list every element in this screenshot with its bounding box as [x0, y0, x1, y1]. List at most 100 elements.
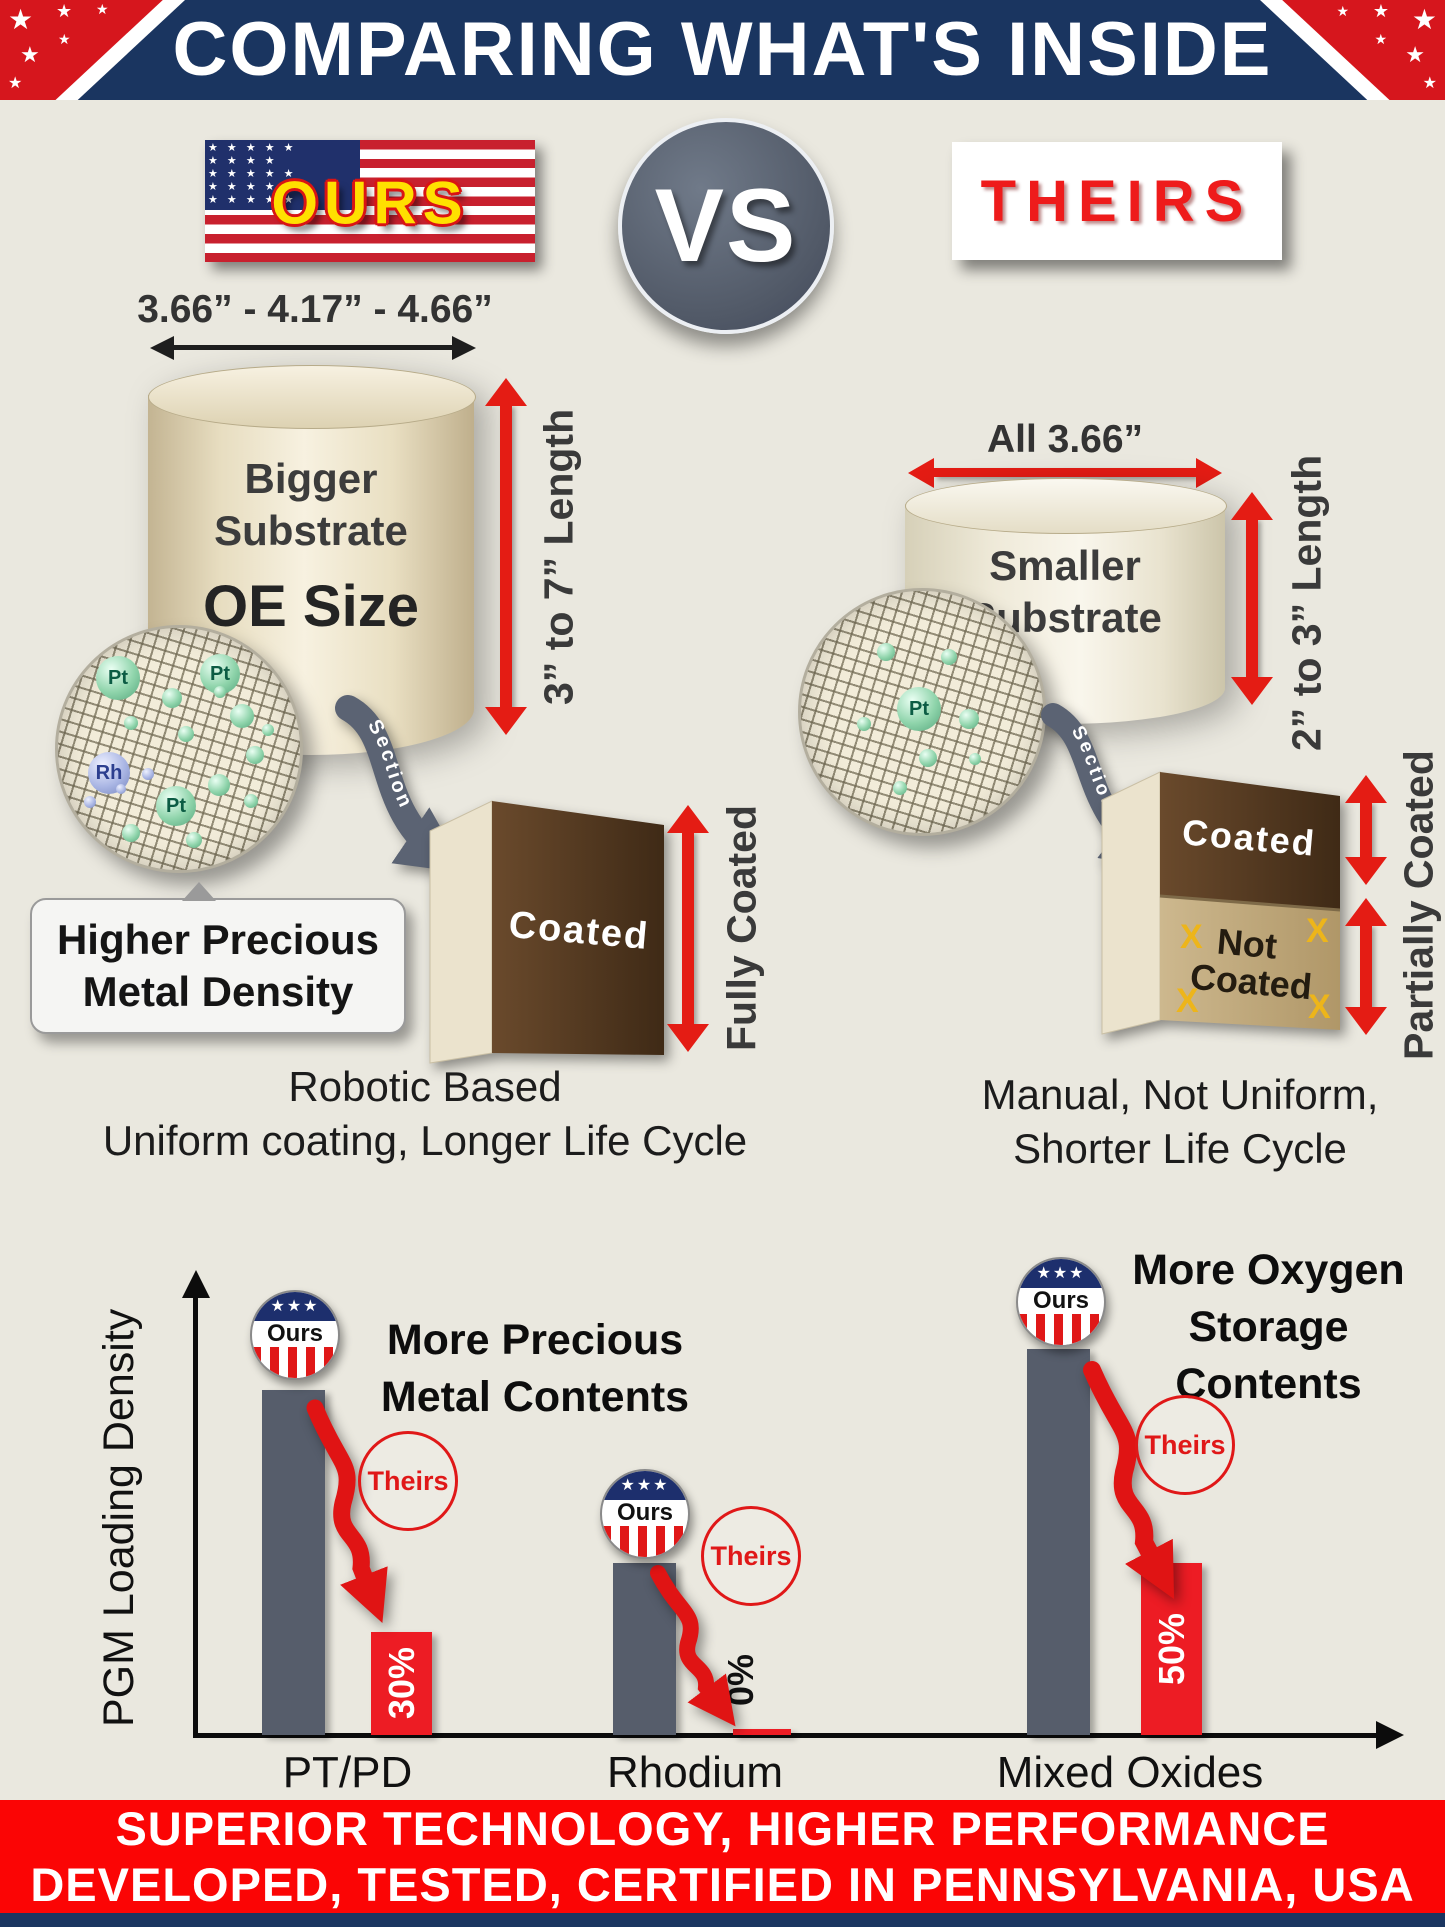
flag-corner-right: ★ ★ ★ ★ ★ ★ [1260, 0, 1445, 100]
brick-side-face [429, 800, 493, 1064]
pt-particle: Pt [96, 656, 140, 700]
theirs-length-arrow-icon [1246, 518, 1258, 679]
fully-coated-label: Fully Coated [718, 804, 765, 1051]
theirs-label: THEIRS [980, 168, 1254, 234]
ours-badge-label: Ours [616, 1499, 673, 1527]
particle-dot [877, 643, 895, 661]
footer-line-2: DEVELOPED, TESTED, CERTIFIED IN PENNSYLV… [30, 1857, 1415, 1911]
partially-coated-arrow-bottom-icon [1360, 924, 1372, 1009]
badge-stripes [252, 1347, 338, 1378]
flag-canton-stars-icon: ★ ★ ★ ★ ★★ ★ ★ ★★ ★ ★ ★ ★★ ★ ★ ★★ ★ ★ ★ … [205, 140, 360, 210]
brick-front-face [492, 801, 664, 1055]
substrate-line: Substrate [214, 507, 408, 554]
footer-line-1: SUPERIOR TECHNOLOGY, HIGHER PERFORMANCE [115, 1801, 1330, 1855]
y-axis-arrow-icon [182, 1270, 210, 1298]
annotation-line: Metal Contents [380, 1373, 690, 1421]
y-axis [193, 1296, 198, 1733]
theirs-diameter-label: All 3.66” [986, 418, 1144, 461]
ours-badge: ★★★ Ours [250, 1290, 340, 1380]
bubble-text: Higher Precious [56, 916, 380, 963]
star-icon: ★ [56, 1, 73, 21]
brick-side-face [1101, 771, 1161, 1035]
pt-particle: Pt [897, 687, 941, 731]
bar-theirs-rhodium [733, 1729, 791, 1735]
particle-dot [162, 688, 182, 708]
bubble-text: Metal Density [82, 968, 354, 1015]
theirs-caption: Manual, Not Uniform, Shorter Life Cycle [930, 1068, 1430, 1176]
decline-arrow-icon [306, 1399, 388, 1624]
star-icon: ★ [58, 31, 71, 47]
theirs-length-label: 2” to 3” Length [1283, 454, 1330, 751]
header-banner: COMPARING WHAT'S INSIDE [0, 0, 1445, 100]
particle-dot [124, 716, 138, 730]
bar-ours-mixed [1027, 1348, 1090, 1735]
x-tick-mixed-oxides: Mixed Oxides [996, 1748, 1264, 1797]
ours-diameter-label: 3.66” - 4.17” - 4.66” [137, 288, 493, 331]
chart-annotation-precious: More Precious Metal Contents [330, 1312, 740, 1426]
brick-uncoated-face [1160, 896, 1340, 1030]
ours-badge-label: Ours [1032, 1287, 1089, 1315]
star-icon: ★ [96, 1, 109, 17]
particle-dot [214, 686, 226, 698]
partially-coated-label: Partially Coated [1395, 750, 1442, 1060]
chart-annotation-oxygen: More Oxygen Storage Contents [1092, 1242, 1445, 1413]
star-icon: ★ [1405, 42, 1425, 67]
cylinder-top [148, 365, 476, 429]
x-mark: X [1308, 988, 1331, 1026]
y-axis-label: PGM Loading Density [95, 1308, 143, 1727]
particle-dot [893, 781, 907, 795]
x-mark: X [1176, 982, 1199, 1020]
star-icon: ★ [1411, 4, 1437, 35]
particle-dot [919, 749, 937, 767]
stars-icon: ★★★ [602, 1471, 688, 1501]
x-mark: X [1306, 912, 1329, 950]
theirs-diameter-arrow-icon [934, 468, 1196, 477]
particle-dot [244, 794, 258, 808]
particle-label: Pt [210, 662, 230, 685]
ours-label: OURS [271, 169, 469, 237]
badge-stripes [602, 1526, 688, 1557]
footer-banner: SUPERIOR TECHNOLOGY, HIGHER PERFORMANCE … [0, 1800, 1445, 1913]
ours-caption: Robotic Based Uniform coating, Longer Li… [95, 1060, 755, 1168]
ours-caption-line: Robotic Based [288, 1063, 562, 1110]
ours-badge: ★★★ Ours [600, 1469, 690, 1559]
star-icon: ★ [1374, 31, 1387, 47]
ours-length-arrow-icon [500, 404, 512, 709]
density-callout-bubble: Higher Precious Metal Density [30, 882, 406, 1034]
theirs-badge: Theirs [701, 1506, 801, 1606]
substrate-line: Smaller [989, 542, 1141, 589]
particle-dot [178, 726, 194, 742]
theirs-caption-line: Manual, Not Uniform, [981, 1071, 1379, 1118]
stars-icon: ★★★ [252, 1292, 338, 1322]
vs-label: VS [654, 167, 798, 284]
particle-dot [959, 709, 979, 729]
oe-size-label: OE Size [203, 574, 419, 639]
ours-length-label: 3” to 7” Length [535, 408, 582, 705]
particle-dot [116, 784, 126, 794]
theirs-percent-label: 30% [380, 1647, 422, 1720]
star-icon: ★ [20, 42, 40, 67]
bar-theirs-ptpd: 30% [371, 1631, 432, 1736]
theirs-substrate-magnifier: Pt [798, 588, 1046, 836]
particle-dot [246, 746, 264, 764]
cylinder-top [905, 478, 1227, 534]
star-icon: ★ [1372, 1, 1389, 21]
footer-bottom-strip [0, 1913, 1445, 1927]
theirs-caption-line: Shorter Life Cycle [1013, 1125, 1347, 1172]
page-title: COMPARING WHAT'S INSIDE [172, 7, 1273, 92]
bar-label-wrap: 30% [371, 1632, 432, 1736]
pt-particle: Pt [156, 786, 196, 826]
particle-dot [230, 704, 254, 728]
x-tick-rhodium: Rhodium [606, 1748, 784, 1797]
particle-dot [857, 717, 871, 731]
x-tick-ptpd: PT/PD [282, 1748, 413, 1797]
theirs-card: THEIRS [952, 142, 1282, 260]
x-axis-arrow-icon [1376, 1721, 1404, 1749]
star-icon: ★ [1422, 75, 1437, 92]
particle-dot [186, 832, 202, 848]
ours-badge-label: Ours [266, 1320, 323, 1348]
theirs-badge: Theirs [358, 1431, 458, 1531]
particle-label: Pt [166, 794, 186, 817]
particle-dot [941, 649, 957, 665]
brick-divider [1159, 894, 1341, 912]
